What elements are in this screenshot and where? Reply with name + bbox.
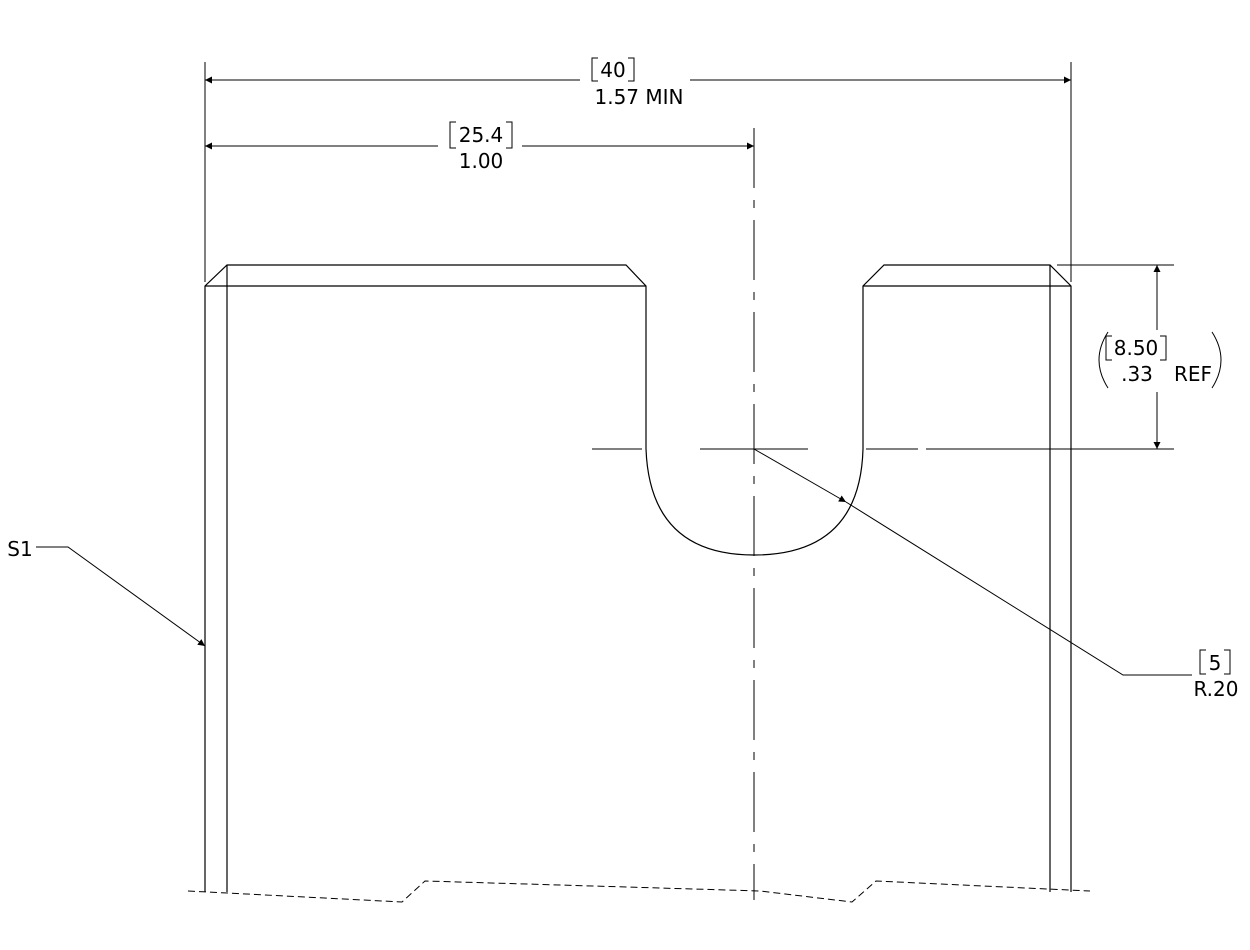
dimension-slot-depth: 8.50 .33 REF [1098, 265, 1222, 449]
dim-overall-inch: 1.57 MIN [594, 85, 683, 109]
part-outline [204, 264, 1072, 892]
extension-lines [204, 62, 1174, 282]
dim-slot-depth-metric: 8.50 [1114, 336, 1159, 360]
surface-callout-s1: S1 [7, 537, 206, 647]
dim-radius-inch: R.20 [1194, 677, 1239, 701]
center-lines [592, 128, 1174, 900]
break-line [187, 880, 1091, 903]
dimension-slot-radius: 5 R.20 [753, 448, 1239, 701]
dim-overall-metric: 40 [600, 58, 625, 82]
dimension-slot-center: 25.4 1.00 [205, 121, 754, 173]
dim-slot-center-inch: 1.00 [459, 149, 504, 173]
callout-s1-label: S1 [7, 537, 32, 561]
dim-slot-depth-inch: .33 [1121, 362, 1153, 386]
dimension-overall-width: 40 1.57 MIN [205, 57, 1071, 109]
dim-radius-metric: 5 [1209, 651, 1222, 675]
dim-slot-depth-ref: REF [1174, 362, 1212, 386]
dim-slot-center-metric: 25.4 [459, 123, 504, 147]
